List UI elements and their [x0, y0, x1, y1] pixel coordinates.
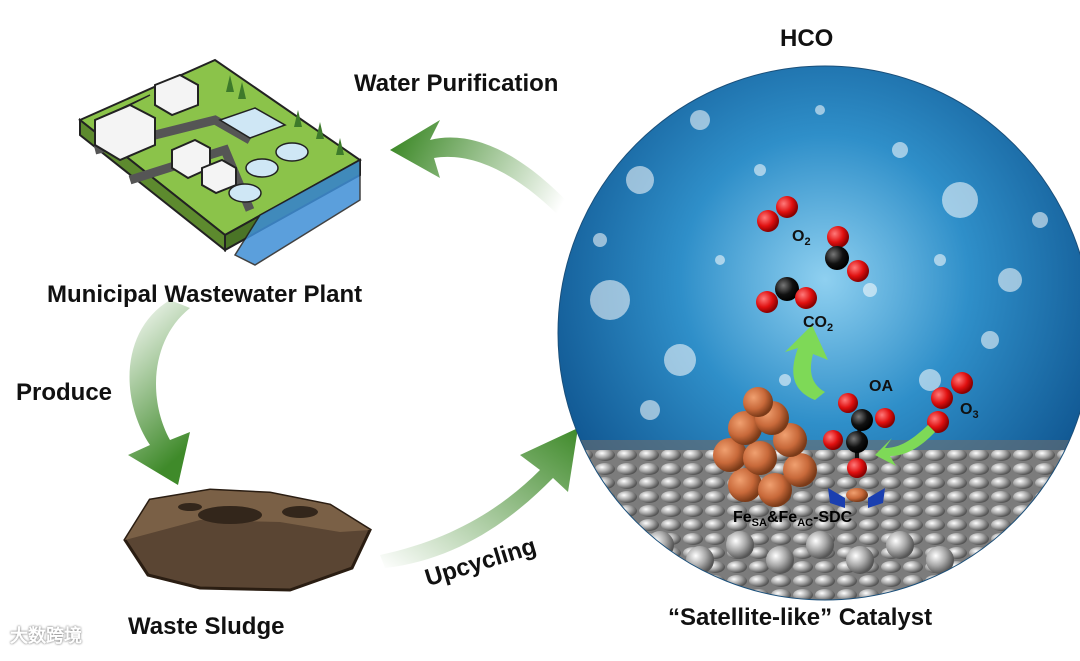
produce-arrow — [128, 300, 190, 485]
oa-label: OA — [869, 378, 893, 395]
oa-molecule — [823, 393, 895, 478]
fe-cluster — [713, 387, 817, 507]
o3-molecule — [927, 372, 973, 433]
water-purification-label: Water Purification — [354, 70, 559, 97]
catalyst-label: “Satellite-like” Catalyst — [668, 604, 933, 631]
water-purification-arrow — [390, 120, 575, 222]
o2-molecule — [757, 196, 798, 232]
o3-label: O3 — [960, 401, 979, 422]
co2-molecule-bottom — [756, 277, 817, 313]
co2-label: CO2 — [803, 314, 834, 335]
wastewater-plant-illustration — [78, 58, 362, 266]
hco-label: HCO — [780, 25, 834, 52]
co2-release-arrow — [785, 325, 828, 400]
fe-single-atom-site — [828, 488, 885, 508]
produce-label: Produce — [16, 379, 113, 406]
o2-label: O2 — [792, 228, 811, 249]
co2-molecule-top — [825, 226, 869, 282]
bubbles — [590, 105, 1048, 420]
fe-catalyst-label: FeSA&FeAC-SDC — [733, 509, 853, 530]
watermark-text: 大数跨境 — [10, 626, 82, 646]
waste-sludge-illustration — [123, 488, 372, 592]
o3-approach-arrow — [875, 425, 935, 466]
upcycling-arrow — [380, 428, 578, 568]
waste-sludge-label: Waste Sludge — [128, 613, 285, 640]
municipal-plant-label: Municipal Wastewater Plant — [47, 281, 363, 308]
